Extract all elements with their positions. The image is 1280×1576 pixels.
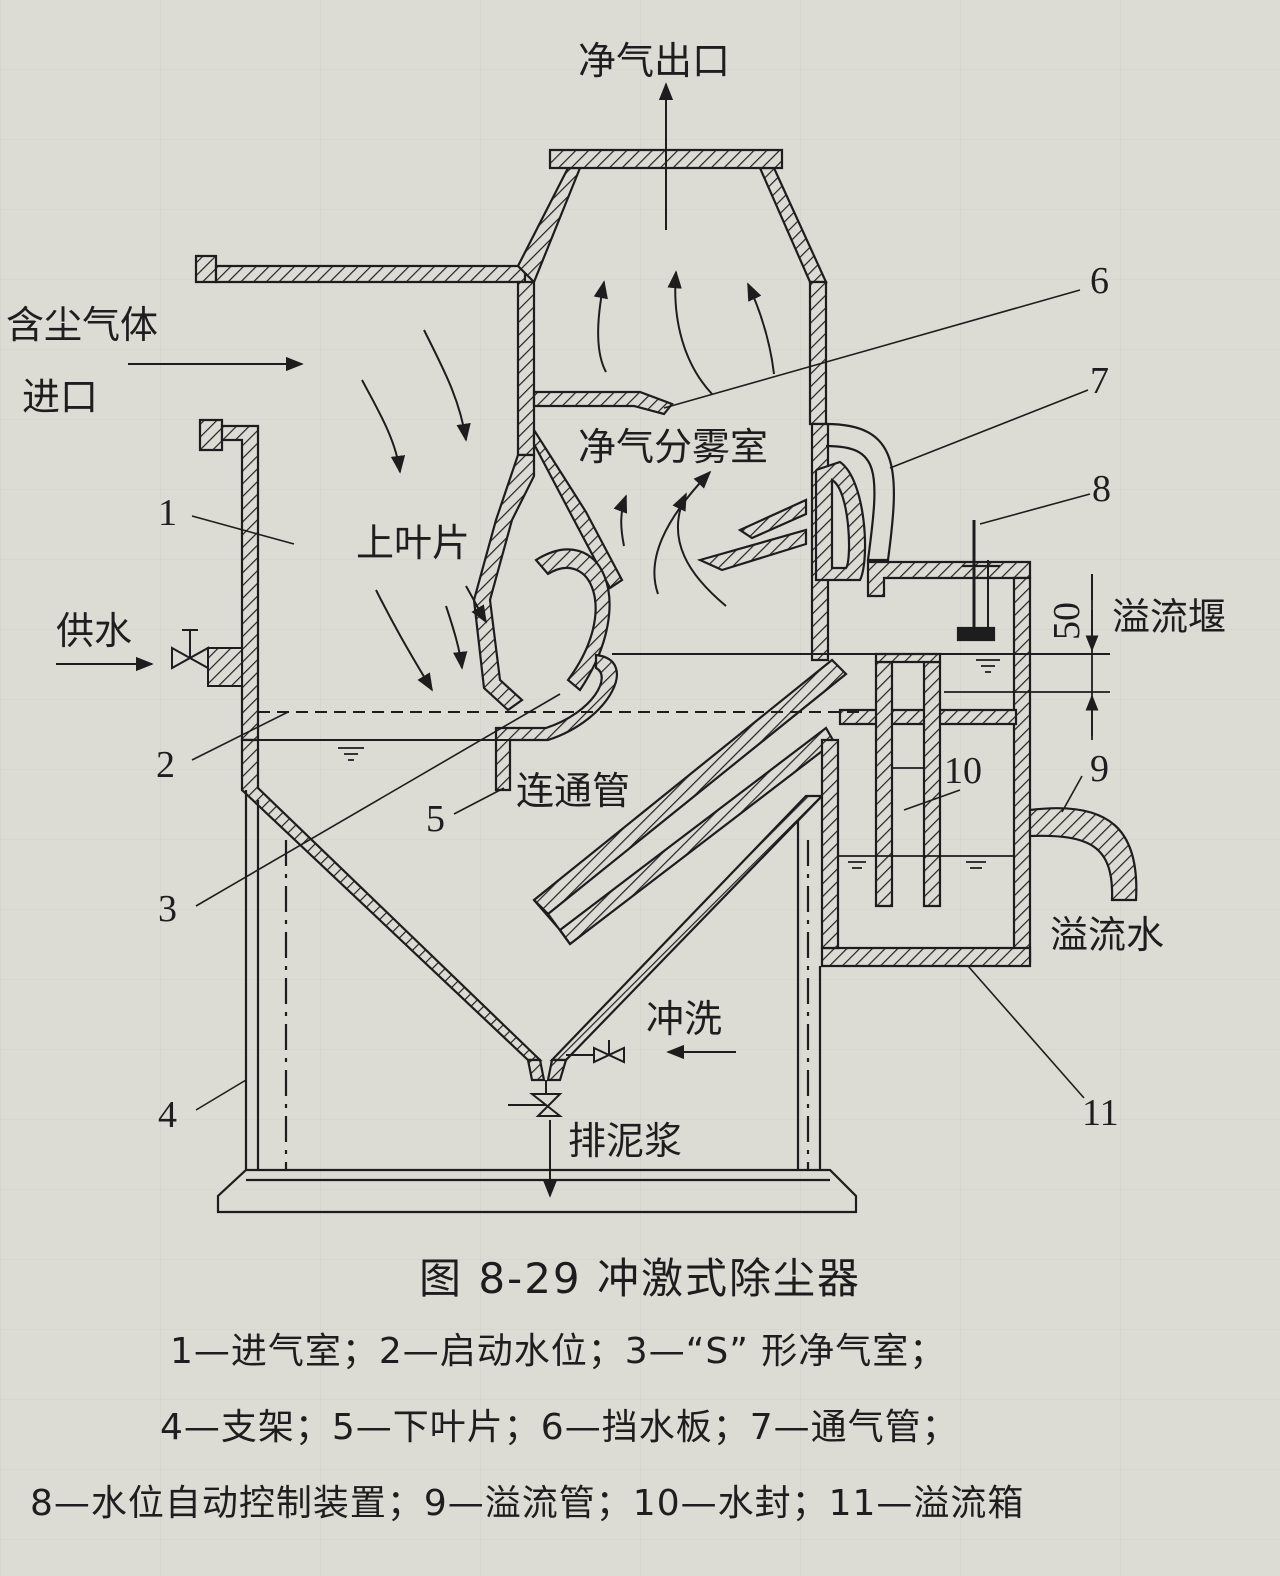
inlet-bottom-flange xyxy=(198,418,224,452)
lower-s-blade xyxy=(494,653,618,792)
flow-up-1 xyxy=(593,280,608,373)
vent-pipe-7 xyxy=(814,422,895,582)
upper-housing xyxy=(194,148,848,1082)
num-8: 8 xyxy=(1092,468,1111,510)
baffle-plate xyxy=(532,390,674,416)
intake-chamber-top-wall xyxy=(214,264,527,284)
label-flushing: 冲洗 xyxy=(646,997,723,1041)
figure-caption: 图 8-29 冲激式除尘器 xyxy=(418,1254,862,1303)
mist-chamber-left-slant xyxy=(532,426,624,590)
leader-6 xyxy=(663,289,1081,409)
leader-9 xyxy=(1061,775,1083,813)
label-overflow-weir: 溢流堰 xyxy=(1112,595,1227,639)
num-2: 2 xyxy=(156,744,175,786)
overflow-box xyxy=(820,560,1138,968)
flow-up-5 xyxy=(672,492,727,607)
water-symbol-left xyxy=(338,747,364,761)
label-upper-blade: 上叶片 xyxy=(356,521,471,565)
inlet-top-flange xyxy=(194,254,218,284)
inclined-tube-end xyxy=(533,899,571,945)
label-mist-chamber: 净气分雾室 xyxy=(578,425,769,469)
water-seal-top xyxy=(874,652,942,664)
water-symbol-box2 xyxy=(966,861,986,869)
outlet-neck-right xyxy=(758,166,828,284)
leader-1 xyxy=(191,515,295,545)
leader-lines xyxy=(191,289,1091,1111)
label-dim-50: 50 xyxy=(1046,602,1088,640)
sludge-outlet-spout xyxy=(526,1058,546,1082)
leader-11 xyxy=(967,965,1085,1099)
flow-down-5 xyxy=(465,585,487,624)
leader-10 xyxy=(903,789,961,811)
num-9: 9 xyxy=(1090,748,1109,790)
support-frame-4 xyxy=(216,790,858,1214)
leader-4 xyxy=(195,1079,247,1111)
label-dusty-gas-inlet-2: 进口 xyxy=(22,375,99,419)
right-blade xyxy=(696,528,808,572)
label-dusty-gas-inlet-1: 含尘气体 xyxy=(6,303,159,347)
label-sludge-discharge: 排泥浆 xyxy=(568,1119,683,1163)
num-1: 1 xyxy=(158,492,177,534)
flow-down-1 xyxy=(361,379,406,474)
legend-line-2: 4—支架；5—下叶片；6—挡水板；7—通气管； xyxy=(160,1407,959,1448)
num-11: 11 xyxy=(1082,1092,1119,1134)
water-symbol-right xyxy=(976,659,1000,673)
mist-chamber-right-wall xyxy=(808,280,828,426)
water-symbol-box xyxy=(848,861,866,869)
flow-arrows xyxy=(56,82,1093,1198)
flow-up-4 xyxy=(653,470,712,595)
overflow-box-bottom xyxy=(820,946,1032,968)
flow-down-4 xyxy=(445,605,468,670)
water-supply-pipe xyxy=(207,647,243,687)
legend-line-1: 1—进气室；2—启动水位；3—“S” 形净气室； xyxy=(170,1331,947,1372)
right-blade-brace xyxy=(737,498,808,540)
flow-down-3 xyxy=(375,589,433,692)
overflow-box-left-wall xyxy=(820,738,840,950)
num-3: 3 xyxy=(158,888,177,930)
num-6: 6 xyxy=(1090,260,1109,302)
valves xyxy=(171,629,625,1117)
leader-5 xyxy=(453,787,505,815)
flow-up-3 xyxy=(747,282,775,375)
overflow-pipe-9 xyxy=(1028,807,1138,902)
num-4: 4 xyxy=(158,1094,177,1136)
s-chamber-inner-blade xyxy=(472,453,536,712)
partition-wall xyxy=(516,280,536,457)
sludge-outlet-spout-right xyxy=(546,1058,568,1082)
water-seal-outer-left xyxy=(874,660,894,908)
lower-blade-left-curve xyxy=(534,548,611,692)
label-clean-gas-outlet: 净气出口 xyxy=(578,39,731,83)
flow-down-2 xyxy=(423,329,471,442)
level-controller-8 xyxy=(956,520,1000,642)
outlet-neck-left xyxy=(516,166,582,284)
leader-2 xyxy=(191,711,289,761)
label-overflow-water: 溢流水 xyxy=(1050,913,1165,957)
flow-up-6 xyxy=(613,494,628,547)
leader-7 xyxy=(889,389,1089,469)
num-10: 10 xyxy=(944,750,982,792)
label-connecting-pipe: 连通管 xyxy=(516,769,631,813)
intake-chamber-left-wall xyxy=(220,424,260,742)
num-7: 7 xyxy=(1090,360,1109,402)
water-lines xyxy=(258,600,1110,869)
water-seal-outer-right xyxy=(922,660,942,908)
label-water-supply: 供水 xyxy=(56,609,133,653)
num-5: 5 xyxy=(426,798,445,840)
leader-8 xyxy=(979,493,1091,525)
flow-up-2 xyxy=(667,270,713,395)
overflow-box-right-wall xyxy=(1012,576,1032,964)
leader-3 xyxy=(195,693,561,907)
legend-line-3: 8—水位自动控制装置；9—溢流管；10—水封；11—溢流箱 xyxy=(30,1483,1025,1524)
overflow-box-top xyxy=(866,560,1032,598)
